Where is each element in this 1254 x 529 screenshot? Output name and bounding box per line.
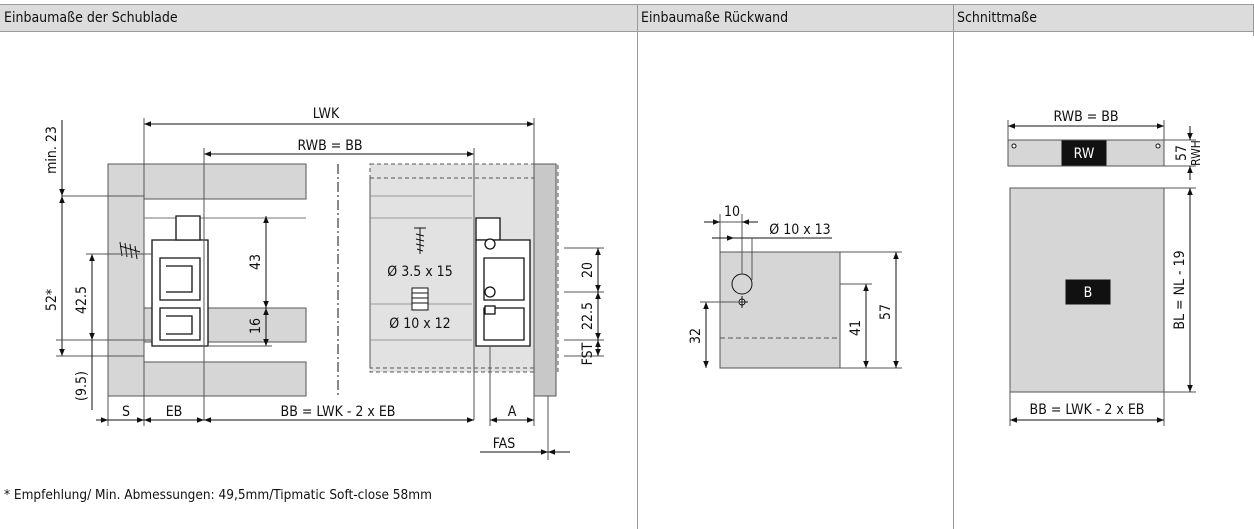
label-9-5: (9.5) bbox=[74, 371, 90, 401]
runner-right bbox=[475, 217, 531, 347]
cabinet-side-right bbox=[533, 163, 557, 397]
panel-divider-2 bbox=[953, 4, 954, 529]
b-badge bbox=[1065, 279, 1111, 305]
header-backwall-dimensions: Einbaumaße Rückwand bbox=[637, 4, 953, 32]
label-rwb-bb: RWB = BB bbox=[297, 138, 362, 154]
label-s: S bbox=[122, 404, 130, 420]
label-42-5: 42.5 bbox=[74, 286, 90, 314]
label-a: A bbox=[508, 404, 517, 420]
drawer-drawing bbox=[56, 118, 604, 460]
label-32: 32 bbox=[688, 328, 704, 344]
rw-badge bbox=[1061, 140, 1107, 166]
label-screw: Ø 3.5 x 15 bbox=[387, 264, 452, 280]
label-b: B bbox=[1084, 285, 1093, 301]
label-43: 43 bbox=[248, 254, 264, 270]
cabinet-side-left bbox=[107, 163, 145, 397]
runner-left bbox=[151, 215, 209, 347]
cut-drawing bbox=[1007, 120, 1196, 426]
footnote: * Empfehlung/ Min. Abmessungen: 49,5mm/T… bbox=[4, 487, 432, 503]
label-cut-rwb-bb: RWB = BB bbox=[1053, 109, 1118, 125]
header-drawer-dimensions: Einbaumaße der Schublade bbox=[0, 4, 637, 32]
label-fas: FAS bbox=[493, 436, 516, 452]
header-cut-dimensions: Schnittmaße bbox=[953, 4, 1254, 32]
cut-labels: RWB = BB RW 57 RWH B BL = NL - 19 BB = L… bbox=[1030, 109, 1203, 418]
label-cut-bb-formula: BB = LWK - 2 x EB bbox=[1030, 402, 1145, 418]
label-lwk: LWK bbox=[313, 106, 340, 122]
hole-circle bbox=[731, 273, 753, 295]
label-41: 41 bbox=[848, 320, 864, 336]
label-cut-57: 57 bbox=[1174, 145, 1190, 161]
label-min23: min. 23 bbox=[44, 126, 60, 174]
panel-divider-1 bbox=[637, 4, 638, 529]
label-22-5: 22.5 bbox=[580, 302, 596, 330]
label-eb: EB bbox=[166, 404, 183, 420]
label-hole: Ø 10 x 13 bbox=[769, 222, 830, 238]
label-52: 52* bbox=[44, 289, 60, 311]
label-rwh: RWH bbox=[1189, 140, 1203, 166]
drawer-base-left bbox=[143, 361, 307, 397]
label-bl: BL = NL - 19 bbox=[1172, 250, 1188, 329]
backwall-panel bbox=[719, 251, 841, 369]
label-10: 10 bbox=[724, 204, 740, 220]
backwall-drawing bbox=[700, 214, 902, 369]
screw-icon bbox=[414, 227, 426, 254]
label-16: 16 bbox=[248, 318, 264, 334]
label-fst: FST bbox=[580, 342, 596, 365]
dowel-icon bbox=[411, 287, 429, 311]
label-57: 57 bbox=[878, 304, 894, 320]
label-dowel: Ø 10 x 12 bbox=[389, 316, 450, 332]
label-20: 20 bbox=[580, 262, 596, 278]
label-bb-formula: BB = LWK - 2 x EB bbox=[281, 404, 396, 420]
drawer-top-panel-left bbox=[143, 163, 307, 200]
backwall-labels: 10 Ø 10 x 13 32 41 57 bbox=[688, 204, 894, 344]
label-rw: RW bbox=[1074, 146, 1095, 162]
drawer-labels: LWK RWB = BB min. 23 52* 42.5 (9.5) 43 1… bbox=[44, 106, 596, 452]
